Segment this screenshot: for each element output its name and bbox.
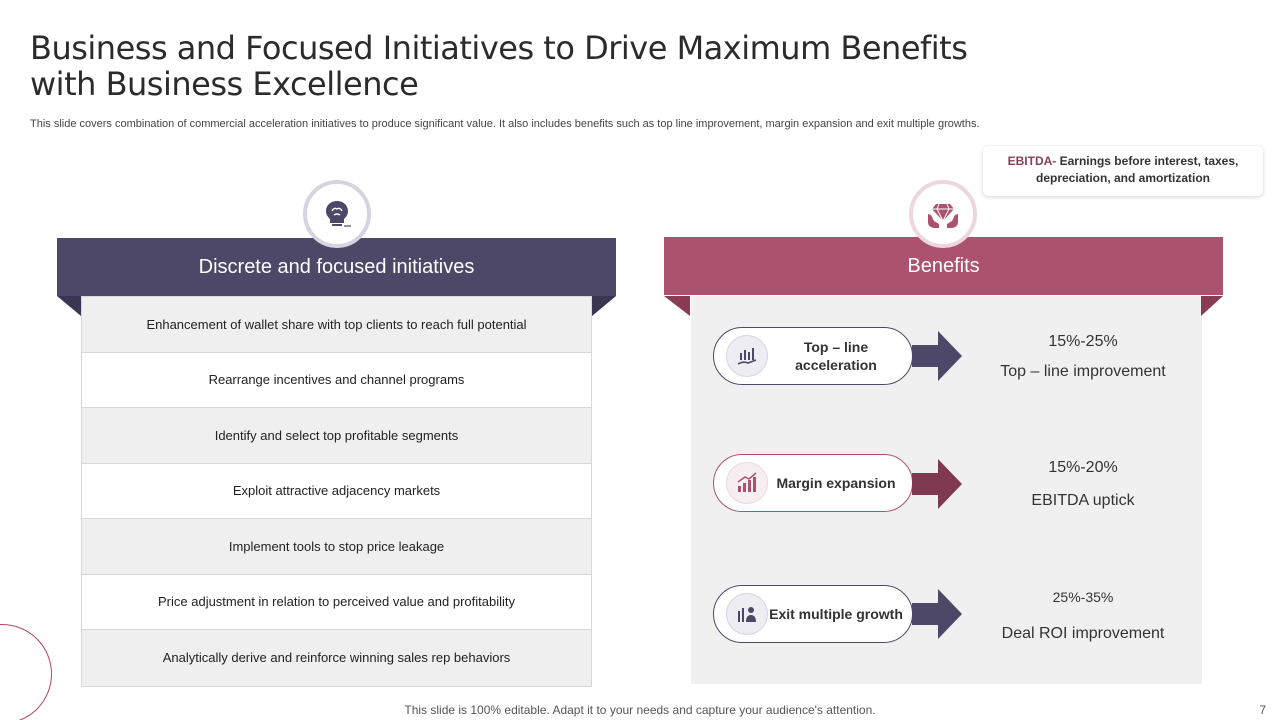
benefits-fold-left [664, 296, 690, 316]
benefits-header-label: Benefits [907, 254, 980, 277]
benefit-description: Deal ROI improvement [1001, 625, 1165, 642]
ebitda-note: EBITDA- Earnings before interest, taxes,… [983, 146, 1263, 196]
people-chart-icon [726, 593, 768, 635]
arrow-right-icon [912, 331, 962, 381]
slide-title: Business and Focused Initiatives to Driv… [30, 29, 968, 103]
list-item: Rearrange incentives and channel program… [82, 352, 591, 408]
benefit-pill-top-line: Top – line acceleration [713, 327, 913, 385]
page-number: 7 [1259, 703, 1266, 717]
arrow-right-icon [912, 589, 962, 639]
bar-growth-icon [726, 462, 768, 504]
benefit-label: Exit multiple growth [769, 606, 903, 622]
initiatives-fold-right [592, 296, 616, 316]
slide-footer: This slide is 100% editable. Adapt it to… [404, 703, 876, 717]
brain-lightbulb-icon [303, 180, 371, 248]
ebitda-text: Earnings before interest, taxes, depreci… [1035, 154, 1239, 185]
initiatives-fold-left [57, 296, 81, 316]
benefit-percent: 15%-25% [1048, 333, 1118, 350]
benefit-percent: 25%-35% [1052, 589, 1114, 605]
benefit-label: Margin expansion [776, 475, 896, 491]
benefit-percent: 15%-20% [1048, 459, 1118, 476]
diamond-hands-icon [909, 180, 977, 248]
initiatives-list: Enhancement of wallet share with top cli… [81, 296, 592, 687]
initiatives-header-label: Discrete and focused initiatives [198, 255, 475, 278]
benefit-pill-margin: Margin expansion [713, 454, 913, 512]
benefit-description: EBITDA uptick [1031, 492, 1135, 509]
benefit-description: Top – line improvement [1000, 363, 1166, 380]
list-item: Exploit attractive adjacency markets [82, 463, 591, 519]
ebitda-key: EBITDA- [1007, 154, 1057, 168]
chart-hand-icon [726, 335, 768, 377]
benefit-pill-exit-multiple: Exit multiple growth [713, 585, 913, 643]
list-item: Identify and select top profitable segme… [82, 408, 591, 464]
benefits-fold-right [1201, 296, 1223, 316]
list-item: Price adjustment in relation to perceive… [82, 574, 591, 630]
list-item: Implement tools to stop price leakage [82, 519, 591, 575]
list-item: Enhancement of wallet share with top cli… [82, 297, 591, 353]
benefit-label: Top – line acceleration [795, 339, 877, 373]
list-item: Analytically derive and reinforce winnin… [82, 630, 591, 686]
arrow-right-icon [912, 459, 962, 509]
slide-subtitle: This slide covers combination of commerc… [30, 118, 980, 130]
